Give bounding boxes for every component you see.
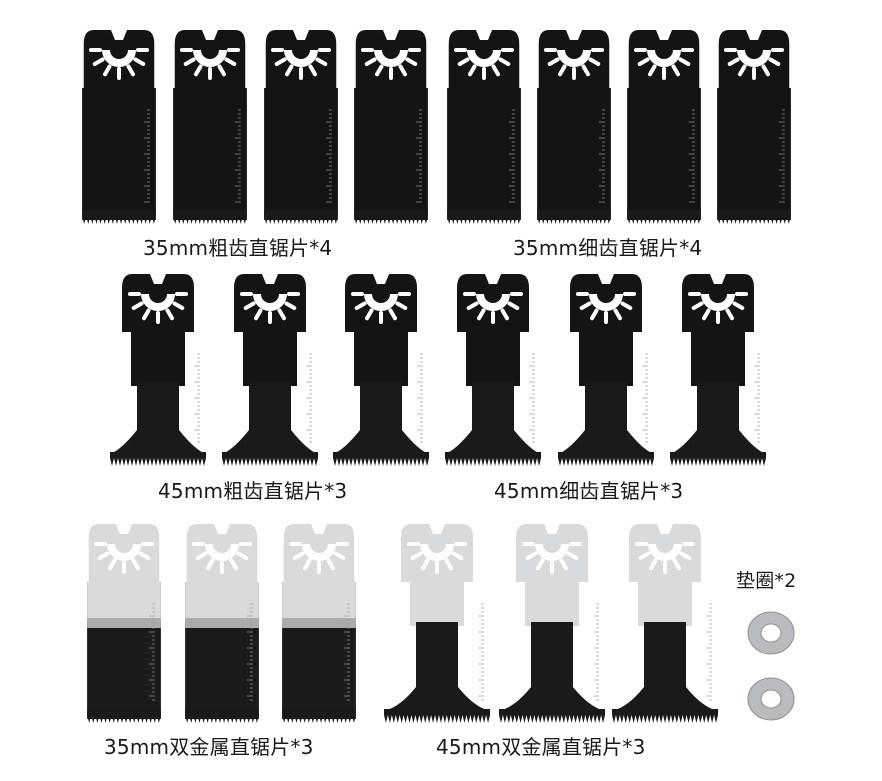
saw-blade bbox=[83, 520, 165, 730]
washer-ring bbox=[746, 676, 796, 727]
washer-ring bbox=[746, 610, 796, 661]
saw-blade bbox=[713, 26, 795, 231]
caption-45mm-coarse: 45mm粗齿直锯片*3 bbox=[158, 479, 348, 503]
saw-blade bbox=[108, 270, 208, 473]
saw-blade bbox=[260, 26, 342, 231]
caption-45mm-fine: 45mm细齿直锯片*3 bbox=[494, 479, 684, 503]
saw-blade bbox=[610, 520, 720, 730]
caption-35mm-bimetal: 35mm双金属直锯片*3 bbox=[104, 735, 314, 759]
saw-blade bbox=[181, 520, 263, 730]
saw-blade bbox=[169, 26, 251, 231]
saw-blade bbox=[331, 270, 431, 473]
saw-blade bbox=[533, 26, 615, 231]
saw-blade bbox=[497, 520, 607, 730]
saw-blade bbox=[668, 270, 768, 473]
saw-blade bbox=[443, 26, 525, 231]
caption-45mm-bimetal: 45mm双金属直锯片*3 bbox=[436, 735, 646, 759]
caption-35mm-fine: 35mm细齿直锯片*4 bbox=[513, 236, 703, 260]
saw-blade bbox=[623, 26, 705, 231]
saw-blade bbox=[220, 270, 320, 473]
saw-blade bbox=[382, 520, 492, 730]
saw-blade bbox=[78, 26, 160, 231]
saw-blade bbox=[443, 270, 543, 473]
saw-blade bbox=[556, 270, 656, 473]
saw-blade bbox=[350, 26, 432, 231]
saw-blade bbox=[278, 520, 360, 730]
caption-35mm-coarse: 35mm粗齿直锯片*4 bbox=[143, 236, 333, 260]
caption-washer: 垫圈*2 bbox=[736, 570, 797, 592]
